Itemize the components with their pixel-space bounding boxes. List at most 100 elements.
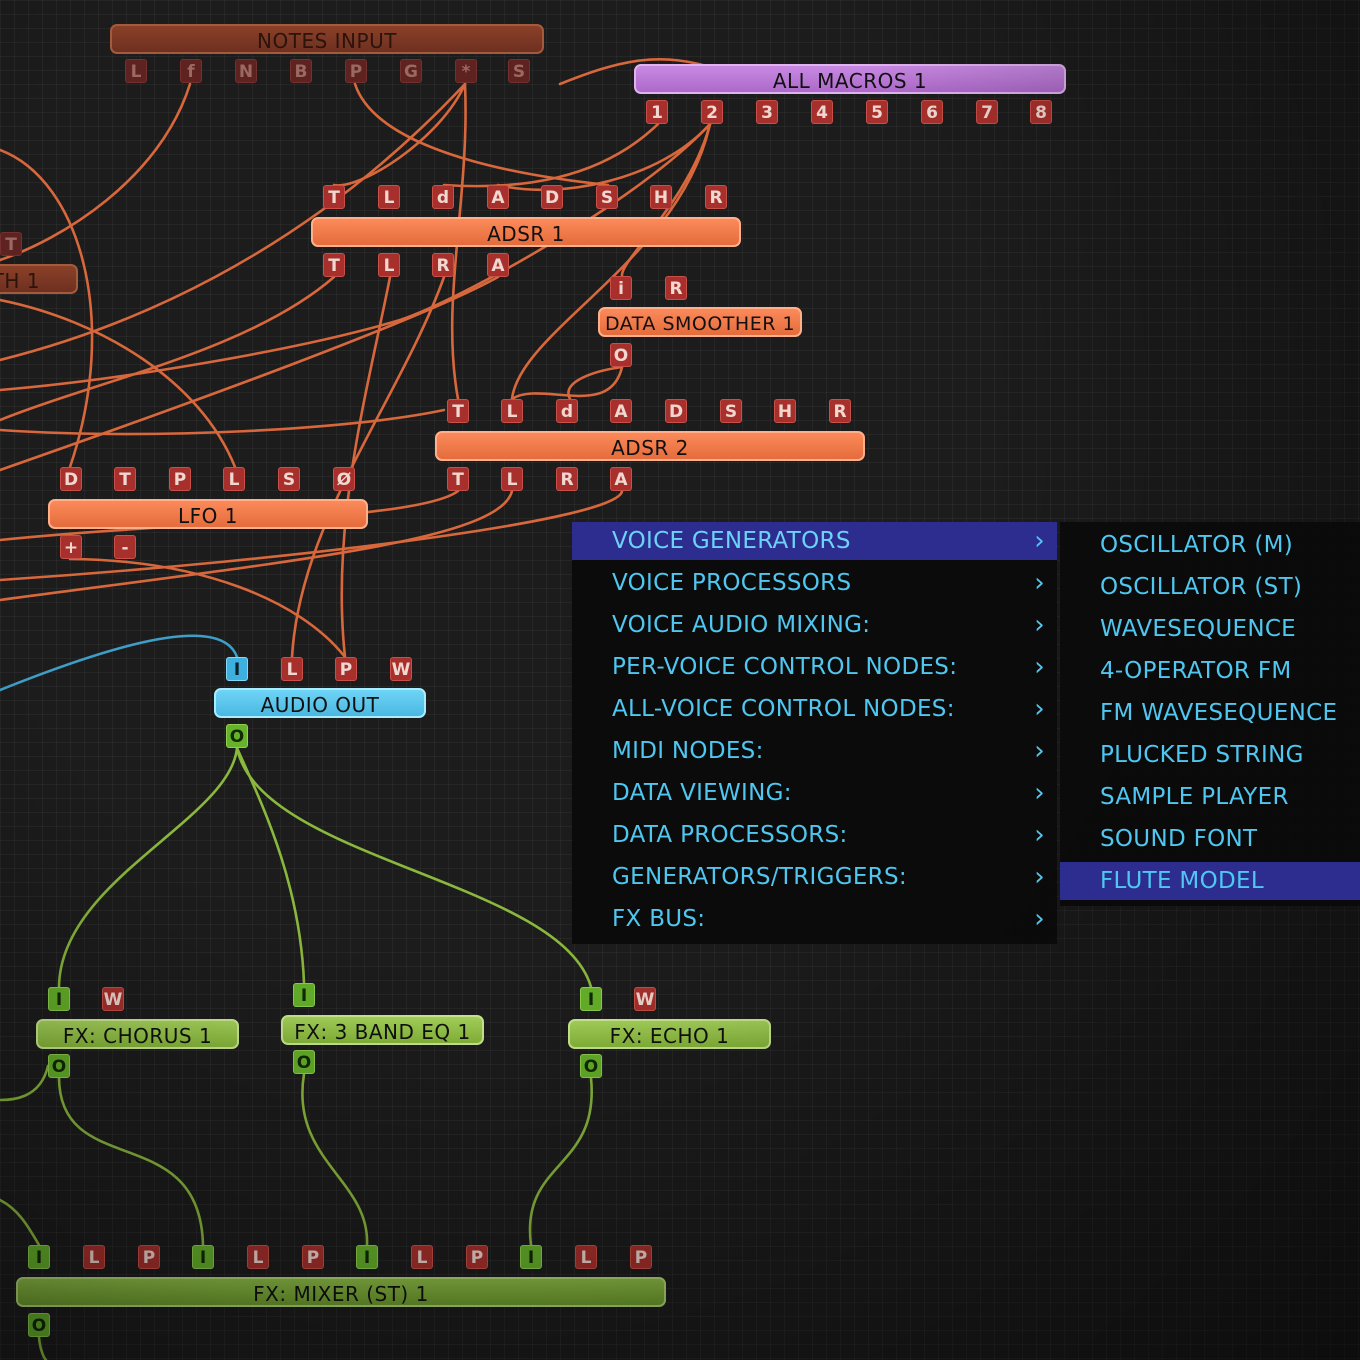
port-lfo-in-t[interactable]: T xyxy=(114,467,136,491)
port-echo-in-w[interactable]: W xyxy=(634,987,656,1011)
port-mixer-in-l1[interactable]: L xyxy=(83,1245,105,1269)
port-adsr2-out-a[interactable]: A xyxy=(610,467,632,491)
port-smoother-out-o[interactable]: O xyxy=(610,343,632,367)
port-mixer-in-p3[interactable]: P xyxy=(466,1245,488,1269)
submenu-item-flute-model[interactable]: FLUTE MODEL xyxy=(1060,862,1360,900)
port-eq-out-o[interactable]: O xyxy=(293,1050,315,1074)
submenu-item-fm-wavesequence[interactable]: FM WAVESEQUENCE xyxy=(1100,700,1338,726)
port-smoother-in-i[interactable]: i xyxy=(610,276,632,300)
port-lfo-out-minus[interactable]: - xyxy=(114,535,136,559)
port-macro-5[interactable]: 5 xyxy=(866,100,888,124)
port-eq-in-i[interactable]: I xyxy=(293,983,315,1007)
port-echo-out-o[interactable]: O xyxy=(580,1054,602,1078)
port-chorus-out-o[interactable]: O xyxy=(48,1054,70,1078)
port-adsr1-out-l[interactable]: L xyxy=(378,253,400,277)
port-adsr1-in-r[interactable]: R xyxy=(705,185,727,209)
menu-item-voice-generators[interactable]: VOICE GENERATORS› xyxy=(572,522,1057,560)
port-lfo-in-l[interactable]: L xyxy=(223,467,245,491)
port-notes-g[interactable]: G xyxy=(400,59,422,83)
port-mixer-in-i3[interactable]: I xyxy=(356,1245,378,1269)
port-notes-l[interactable]: L xyxy=(125,59,147,83)
port-notes-b[interactable]: B xyxy=(290,59,312,83)
node-notes-input[interactable]: NOTES INPUT xyxy=(110,24,544,54)
menu-item-voice-processors[interactable]: VOICE PROCESSORS› xyxy=(572,564,1057,602)
port-adsr1-in-l[interactable]: L xyxy=(378,185,400,209)
node-partial-left[interactable]: TH 1 xyxy=(0,264,78,294)
port-macro-6[interactable]: 6 xyxy=(921,100,943,124)
port-mixer-in-i1[interactable]: I xyxy=(28,1245,50,1269)
port-mixer-in-l3[interactable]: L xyxy=(411,1245,433,1269)
port-audio-in-l[interactable]: L xyxy=(281,657,303,681)
port-adsr1-out-t[interactable]: T xyxy=(323,253,345,277)
port-adsr1-in-a[interactable]: A xyxy=(487,185,509,209)
menu-item-fx-bus[interactable]: FX BUS:› xyxy=(572,900,1057,938)
port-mixer-out-o[interactable]: O xyxy=(28,1313,50,1337)
port-macro-4[interactable]: 4 xyxy=(811,100,833,124)
submenu-item-plucked-string[interactable]: PLUCKED STRING xyxy=(1100,742,1304,768)
port-adsr2-out-r[interactable]: R xyxy=(556,467,578,491)
port-adsr1-in-h[interactable]: H xyxy=(650,185,672,209)
port-chorus-in-w[interactable]: W xyxy=(102,987,124,1011)
submenu-item-oscillator-m[interactable]: OSCILLATOR (M) xyxy=(1100,532,1294,558)
node-adsr-2[interactable]: ADSR 2 xyxy=(435,431,865,461)
port-mixer-in-p4[interactable]: P xyxy=(630,1245,652,1269)
port-audio-in-i[interactable]: I xyxy=(226,657,248,681)
port-adsr2-out-t[interactable]: T xyxy=(447,467,469,491)
port-notes-star[interactable]: * xyxy=(455,59,477,83)
port-adsr1-in-d2[interactable]: D xyxy=(541,185,563,209)
port-macro-1[interactable]: 1 xyxy=(646,100,668,124)
port-macro-3[interactable]: 3 xyxy=(756,100,778,124)
port-adsr2-in-s[interactable]: S xyxy=(720,399,742,423)
port-audio-in-w[interactable]: W xyxy=(390,657,412,681)
menu-item-midi-nodes[interactable]: MIDI NODES:› xyxy=(572,732,1057,770)
port-mixer-in-p1[interactable]: P xyxy=(138,1245,160,1269)
port-lfo-in-d[interactable]: D xyxy=(60,467,82,491)
port-adsr1-out-a[interactable]: A xyxy=(487,253,509,277)
port-notes-n[interactable]: N xyxy=(235,59,257,83)
port-audio-in-p[interactable]: P xyxy=(335,657,357,681)
menu-item-generators-triggers[interactable]: GENERATORS/TRIGGERS:› xyxy=(572,858,1057,896)
port-lfo-in-phase[interactable]: Ø xyxy=(333,467,355,491)
submenu-item-sound-font[interactable]: SOUND FONT xyxy=(1100,826,1258,852)
port-adsr1-out-r[interactable]: R xyxy=(432,253,454,277)
port-mixer-in-p2[interactable]: P xyxy=(302,1245,324,1269)
submenu-item-oscillator-st[interactable]: OSCILLATOR (ST) xyxy=(1100,574,1303,600)
node-data-smoother[interactable]: DATA SMOOTHER 1 xyxy=(598,307,802,337)
port-partial-t[interactable]: T xyxy=(0,232,22,256)
menu-item-data-viewing[interactable]: DATA VIEWING:› xyxy=(572,774,1057,812)
port-notes-s[interactable]: S xyxy=(508,59,530,83)
node-lfo-1[interactable]: LFO 1 xyxy=(48,499,368,529)
port-adsr2-in-t[interactable]: T xyxy=(447,399,469,423)
menu-item-data-processors[interactable]: DATA PROCESSORS:› xyxy=(572,816,1057,854)
port-notes-p[interactable]: P xyxy=(345,59,367,83)
port-notes-f[interactable]: f xyxy=(180,59,202,83)
port-mixer-in-l4[interactable]: L xyxy=(575,1245,597,1269)
submenu-item-4-operator-fm[interactable]: 4-OPERATOR FM xyxy=(1100,658,1292,684)
node-fx-mixer[interactable]: FX: MIXER (ST) 1 xyxy=(16,1277,666,1307)
port-smoother-in-r[interactable]: R xyxy=(665,276,687,300)
port-adsr2-in-d2[interactable]: D xyxy=(665,399,687,423)
node-all-macros[interactable]: ALL MACROS 1 xyxy=(634,64,1066,94)
port-adsr2-in-d[interactable]: d xyxy=(556,399,578,423)
port-adsr1-in-t[interactable]: T xyxy=(323,185,345,209)
port-mixer-in-l2[interactable]: L xyxy=(247,1245,269,1269)
menu-item-all-voice-control[interactable]: ALL-VOICE CONTROL NODES:› xyxy=(572,690,1057,728)
port-adsr2-in-h[interactable]: H xyxy=(774,399,796,423)
node-fx-eq[interactable]: FX: 3 BAND EQ 1 xyxy=(281,1015,484,1045)
port-adsr2-in-r[interactable]: R xyxy=(829,399,851,423)
port-lfo-in-s[interactable]: S xyxy=(278,467,300,491)
node-fx-echo[interactable]: FX: ECHO 1 xyxy=(568,1019,771,1049)
port-echo-in-i[interactable]: I xyxy=(580,987,602,1011)
port-lfo-out-plus[interactable]: + xyxy=(60,535,82,559)
port-macro-2[interactable]: 2 xyxy=(701,100,723,124)
port-chorus-in-i[interactable]: I xyxy=(48,987,70,1011)
node-fx-chorus[interactable]: FX: CHORUS 1 xyxy=(36,1019,239,1049)
port-lfo-in-p[interactable]: P xyxy=(169,467,191,491)
port-mixer-in-i2[interactable]: I xyxy=(192,1245,214,1269)
node-adsr-1[interactable]: ADSR 1 xyxy=(311,217,741,247)
port-adsr1-in-s[interactable]: S xyxy=(596,185,618,209)
port-adsr1-in-d[interactable]: d xyxy=(432,185,454,209)
submenu-item-wavesequence[interactable]: WAVESEQUENCE xyxy=(1100,616,1297,642)
port-macro-8[interactable]: 8 xyxy=(1030,100,1052,124)
